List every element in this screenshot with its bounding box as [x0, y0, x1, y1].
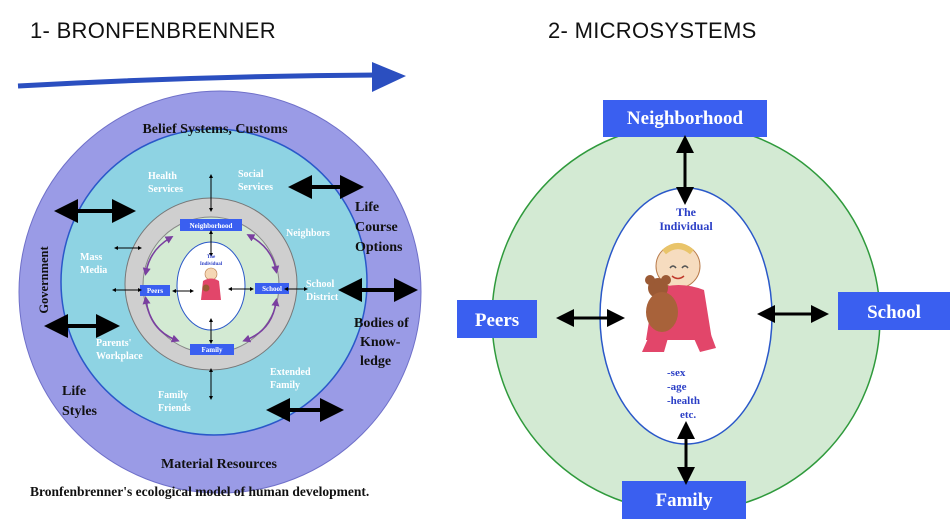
label-box-family: Family — [202, 346, 223, 354]
box-school-small — [255, 283, 289, 294]
label-family-friends-1: Family — [158, 390, 188, 401]
box-peers — [457, 300, 537, 338]
label-mass-media-2: Media — [80, 265, 107, 276]
label-life-styles-2: Styles — [62, 404, 98, 419]
label-life-course-2: Course — [355, 220, 398, 235]
label-neighborhood: Neighborhood — [627, 108, 744, 129]
label-individual-small-1: The — [207, 255, 216, 260]
box-school — [838, 292, 950, 330]
label-social-2: Services — [238, 182, 273, 193]
label-individual-small-2: Individual — [200, 262, 223, 267]
label-government: Government — [37, 245, 51, 313]
label-social-1: Social — [238, 169, 264, 180]
label-bodies-1: Bodies of — [354, 316, 409, 331]
label-trait-health: -health — [667, 395, 700, 407]
label-bodies-2: Know- — [360, 335, 401, 350]
label-parents-1: Parents' — [96, 338, 132, 349]
label-extended-1: Extended — [270, 367, 311, 378]
label-individual-2: Individual — [659, 219, 713, 233]
label-trait-age: -age — [667, 381, 687, 393]
label-extended-2: Family — [270, 380, 300, 391]
label-school-district-1: School — [306, 279, 335, 290]
microsystems-diagram — [457, 100, 950, 519]
heading-bronfenbrenner: 1- BRONFENBRENNER — [30, 18, 276, 43]
box-neighborhood — [603, 100, 767, 137]
label-life-course-1: Life — [355, 200, 379, 215]
label-trait-sex: -sex — [667, 367, 686, 379]
label-belief-systems: Belief Systems, Customs — [142, 122, 288, 137]
box-family-small — [190, 344, 234, 355]
baby-illustration-small — [201, 267, 221, 300]
timeline-arrow — [17, 62, 406, 92]
label-box-school: School — [262, 285, 282, 293]
caption: Bronfenbrenner's ecological model of hum… — [30, 484, 370, 499]
label-box-neighborhood: Neighborhood — [190, 222, 233, 230]
label-peers: Peers — [475, 310, 519, 331]
baby-illustration — [642, 243, 716, 352]
label-mass-media-1: Mass — [80, 252, 102, 263]
label-bodies-3: ledge — [360, 354, 391, 369]
label-life-course-3: Options — [355, 240, 403, 255]
label-family-friends-2: Friends — [158, 403, 191, 414]
label-material-resources: Material Resources — [161, 457, 278, 472]
box-family — [622, 481, 746, 519]
box-peers-small — [140, 285, 170, 296]
bronfenbrenner-diagram — [18, 90, 422, 494]
label-life-styles-1: Life — [62, 384, 86, 399]
label-parents-2: Workplace — [96, 351, 143, 362]
label-health-2: Services — [148, 184, 183, 195]
label-health-1: Health — [148, 171, 177, 182]
label-individual-1: The — [676, 205, 697, 219]
label-family: Family — [656, 490, 713, 511]
label-neighbors: Neighbors — [286, 228, 330, 239]
label-box-peers: Peers — [147, 287, 164, 295]
label-trait-etc: etc. — [680, 409, 696, 421]
label-school: School — [867, 302, 921, 323]
label-school-district-2: District — [306, 292, 339, 303]
heading-microsystems: 2- MICROSYSTEMS — [548, 18, 757, 43]
box-neighborhood-small — [180, 219, 242, 231]
